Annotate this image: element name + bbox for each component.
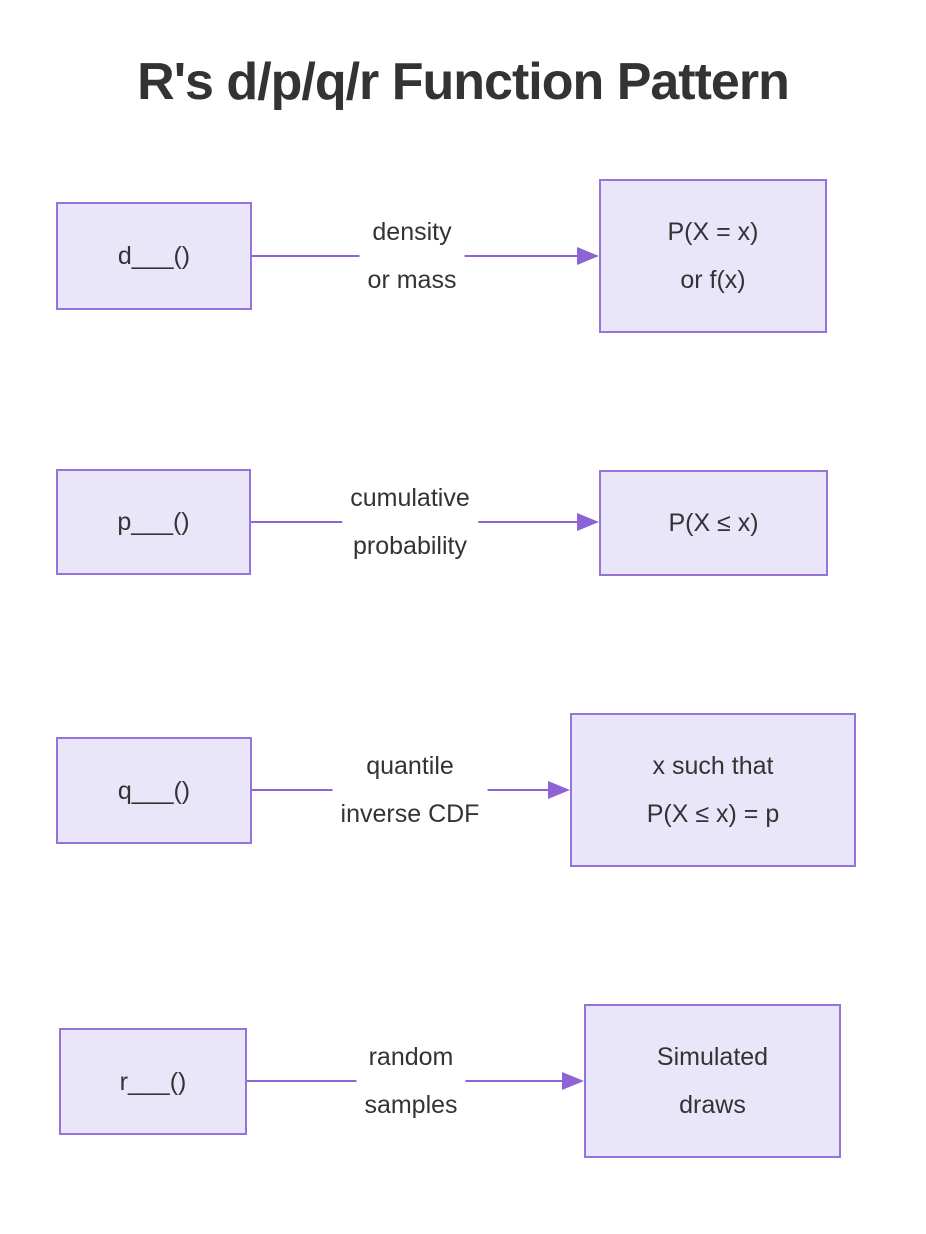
edge-label: cumulative probability <box>342 474 478 570</box>
node-r-result: Simulated draws <box>584 1004 841 1158</box>
node-q-function: q___() <box>56 737 252 844</box>
edge-label-line: cumulative <box>350 484 470 512</box>
node-label: q___() <box>117 776 191 805</box>
arrowhead-icon <box>577 247 599 265</box>
node-p-function: p___() <box>56 469 251 575</box>
node-label: Simulated <box>656 1043 769 1071</box>
node-label: P(X ≤ x) = p <box>646 800 780 828</box>
node-label: d___() <box>117 242 191 270</box>
edge-label-line: inverse CDF <box>340 800 480 828</box>
edge-label-line: probability <box>353 532 467 560</box>
diagram-title: R's d/p/q/r Function Pattern <box>137 53 790 111</box>
edge-label: random samples <box>356 1033 466 1129</box>
node-label: p___() <box>117 508 190 536</box>
edge-label: density or mass <box>359 208 465 304</box>
edge-label-line: density <box>372 218 452 246</box>
edge-label-line: random <box>368 1043 454 1071</box>
arrowhead-icon <box>548 781 570 799</box>
node-d-function: d___() <box>56 202 252 310</box>
node-label: P(X = x) <box>667 218 759 246</box>
edge-label-line: quantile <box>366 752 454 780</box>
node-p-result: P(X ≤ x) <box>599 470 828 576</box>
node-label: P(X ≤ x) <box>668 509 759 537</box>
node-label: draws <box>679 1091 746 1119</box>
node-r-function: r___() <box>59 1028 247 1135</box>
node-label: or f(x) <box>680 266 746 294</box>
node-q-result: x such that P(X ≤ x) = p <box>570 713 856 867</box>
arrowhead-icon <box>562 1072 584 1090</box>
arrowhead-icon <box>577 513 599 531</box>
edge-label-line: samples <box>364 1091 458 1119</box>
edge-label-line: or mass <box>367 266 457 294</box>
node-label: x such that <box>652 752 774 780</box>
node-label: r___() <box>119 1067 187 1096</box>
node-d-result: P(X = x) or f(x) <box>599 179 827 333</box>
edge-label: quantile inverse CDF <box>332 742 488 838</box>
